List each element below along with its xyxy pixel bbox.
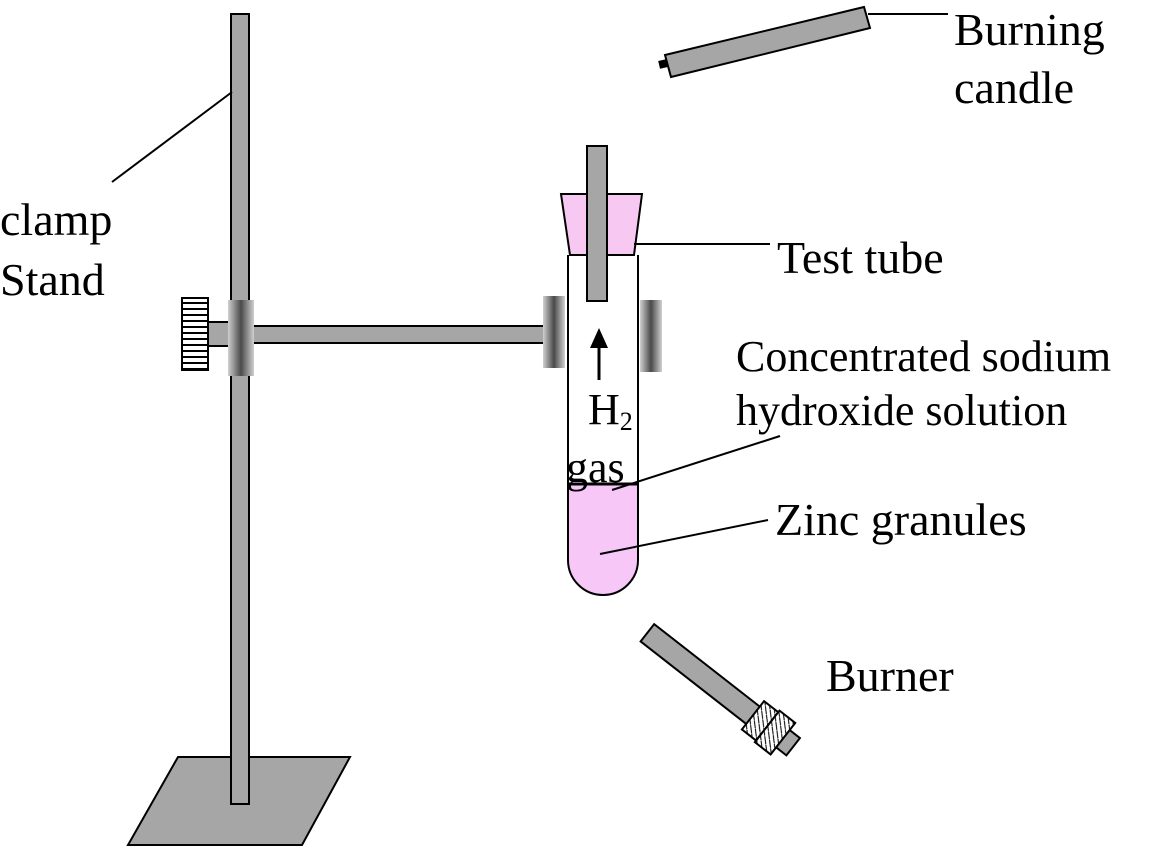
burner [639, 622, 802, 757]
leader-zinc [599, 519, 769, 555]
leader-solution [611, 435, 781, 491]
label-zinc-granules: Zinc granules [775, 494, 1027, 545]
delivery-tube [586, 145, 608, 302]
label-clamp-stand-line2: Stand [0, 254, 105, 305]
label-hydrogen-gas: H2 [588, 388, 633, 444]
test-tube [567, 255, 639, 596]
solution-liquid [568, 484, 638, 595]
label-solution-line1: Concentrated sodium [736, 332, 1112, 381]
label-test-tube: Test tube [777, 232, 944, 283]
leader-clamp-stand [111, 91, 233, 183]
tube-clamp-left-jaw [543, 296, 565, 368]
screw-knob [181, 297, 209, 371]
label-solution-line2: hydroxide solution [736, 386, 1068, 435]
label-burner: Burner [826, 650, 954, 701]
hydrogen-subscript: 2 [619, 407, 633, 436]
label-burning-candle-line2: candle [954, 62, 1075, 113]
label-clamp-stand-line1: clamp [0, 194, 113, 245]
hydrogen-symbol: H [588, 385, 620, 434]
burning-candle [658, 5, 872, 79]
label-burning-candle-line1: Burning [954, 4, 1105, 55]
label-gas-word: gas [566, 443, 625, 492]
gas-arrow-head [590, 328, 608, 348]
clamp-arm [248, 325, 555, 344]
tube-clamp-right-jaw [640, 300, 662, 372]
boss-head [228, 300, 254, 376]
stand-rod [230, 13, 250, 805]
